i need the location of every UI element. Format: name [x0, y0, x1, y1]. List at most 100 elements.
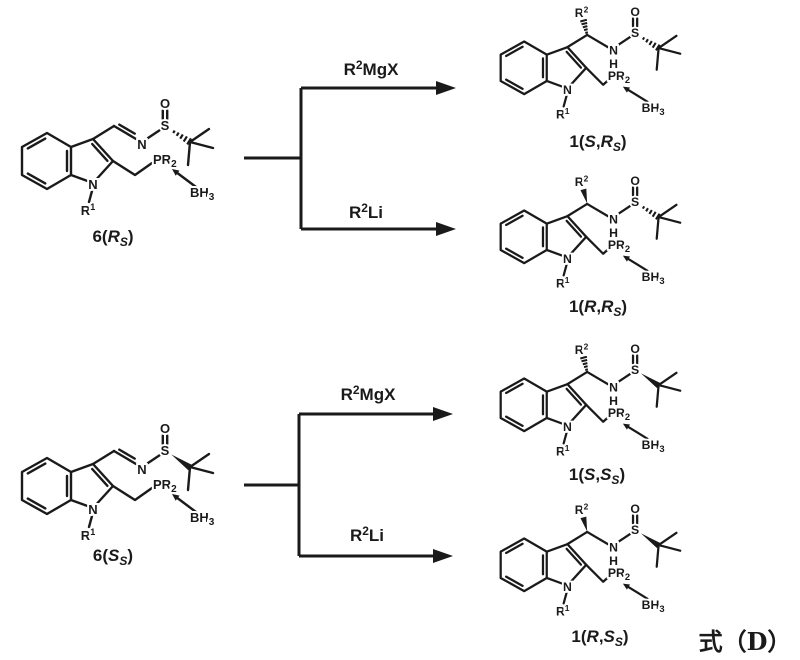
arrowhead-bottom-lithium [433, 549, 453, 563]
borane-label: BH3 [642, 101, 665, 117]
hashed-wedge-sulfur [172, 130, 192, 145]
r2-substituent-label: R2 [575, 501, 589, 517]
phosphine-label: PR2 [153, 477, 177, 495]
phosphine-borane-arm [585, 235, 649, 272]
indole-nitrogen-label: N [88, 502, 97, 517]
r1-substituent-label: R1 [556, 603, 570, 619]
sulfinyl-imine-arm [91, 434, 215, 492]
phosphine-borane-arm [585, 563, 649, 600]
hashed-wedge-sulfur [641, 205, 661, 220]
scheme-formula-tag: 式（D） [698, 627, 792, 656]
r1-substituent-label: R1 [81, 202, 95, 218]
sulfur-label: S [631, 195, 639, 209]
amide-nitrogen-label: N [609, 44, 618, 58]
structure-6SS: N R1 PR2 BH3 N S O [20, 420, 217, 545]
reagent-lithium-top: R2Li [348, 201, 384, 222]
indole-ring [20, 131, 115, 204]
sulfur-label: S [631, 26, 639, 40]
bold-wedge-r2 [580, 516, 588, 532]
phosphine-label: PR2 [608, 69, 630, 85]
dative-bond-arrowhead [622, 583, 631, 590]
phosphine-label: PR2 [153, 152, 177, 170]
indole-nitrogen-label: N [563, 580, 572, 594]
sulfur-label: S [631, 363, 639, 377]
indole-nitrogen-label: N [563, 420, 572, 434]
arrowhead-bottom-grignard [433, 407, 453, 421]
arrowhead-top-grignard [436, 81, 456, 95]
dative-bond-arrowhead [622, 255, 631, 262]
oxygen-label: O [630, 5, 640, 19]
sulfinamide-arm [566, 354, 682, 408]
r2-substituent-label: R2 [575, 4, 589, 20]
oxygen-label: O [630, 502, 640, 516]
imine-nitrogen-label: N [137, 137, 146, 152]
oxygen-label: O [630, 174, 640, 188]
borane-label: BH3 [642, 270, 665, 286]
sulfur-label: S [631, 523, 639, 537]
r2-substituent-label: R2 [575, 341, 589, 357]
oxygen-label: O [160, 96, 170, 111]
nh-hydrogen-label: H [609, 554, 618, 568]
bold-wedge-sulfur [171, 454, 192, 471]
indole-nitrogen-label: N [563, 83, 572, 97]
compound-label-1SRS: 1(S,RS) [569, 132, 627, 154]
borane-label: BH3 [642, 438, 665, 454]
nh-hydrogen-label: H [609, 394, 618, 408]
reagent-grignard-top: R2MgX [343, 58, 399, 79]
compound-label-6RS: 6(RS) [92, 227, 134, 249]
nh-hydrogen-label: H [609, 226, 618, 240]
sulfinamide-arm [566, 17, 682, 71]
indole-ring [499, 209, 588, 277]
imine-nitrogen-label: N [137, 462, 146, 477]
indole-ring [499, 537, 588, 605]
dative-bond-arrowhead [172, 494, 180, 501]
hashed-wedge-r2 [580, 18, 589, 34]
branch-lines-bottom [244, 412, 437, 558]
r1-substituent-label: R1 [556, 443, 570, 459]
sulfur-label: S [161, 118, 170, 133]
compound-label-6SS: 6(SS) [92, 546, 134, 568]
sulfinamide-arm [566, 514, 682, 568]
structure-6RS: N R1 PR2 BH3 N S O [20, 95, 217, 220]
r1-substituent-label: R1 [556, 275, 570, 291]
indole-ring [499, 377, 588, 445]
dative-bond-arrowhead [622, 86, 631, 93]
r2-substituent-label: R2 [575, 173, 589, 189]
borane-label: BH3 [190, 510, 215, 528]
sulfur-label: S [161, 443, 170, 458]
amide-nitrogen-label: N [609, 213, 618, 227]
r1-substituent-label: R1 [81, 527, 95, 543]
nh-hydrogen-label: H [609, 57, 618, 71]
arrowhead-top-lithium [436, 222, 456, 236]
phosphine-label: PR2 [608, 566, 630, 582]
reagent-grignard-bottom: R2MgX [340, 383, 396, 404]
borane-label: BH3 [190, 185, 215, 203]
structure-1RSS: R2 N R1 N H PR2 BH3 S O [499, 500, 682, 620]
bold-wedge-r2 [580, 188, 588, 204]
sulfinamide-arm [566, 186, 682, 240]
dative-bond-arrowhead [172, 169, 180, 176]
compound-label-1SSS: 1(S,SS) [568, 465, 626, 487]
compound-label-1RSS: 1(R,SS) [571, 627, 629, 649]
amide-nitrogen-label: N [609, 381, 618, 395]
phosphine-borane-arm [111, 484, 198, 514]
branch-lines-top [244, 86, 440, 231]
compound-label-1RRS: 1(R,RS) [568, 297, 628, 319]
hashed-wedge-sulfur [641, 36, 661, 51]
indole-ring [499, 40, 588, 108]
dative-bond-arrowhead [622, 423, 631, 430]
amide-nitrogen-label: N [609, 541, 618, 555]
indole-nitrogen-label: N [563, 252, 572, 266]
phosphine-label: PR2 [608, 406, 630, 422]
phosphine-borane-arm [111, 159, 198, 189]
indole-nitrogen-label: N [88, 177, 97, 192]
phosphine-borane-arm [585, 403, 649, 440]
structure-1SRS: R2 N R1 N H PR2 BH3 S O [499, 3, 682, 123]
sulfinyl-imine-arm [91, 109, 215, 167]
r1-substituent-label: R1 [556, 106, 570, 122]
bold-wedge-sulfur [641, 373, 661, 389]
hashed-wedge-r2 [580, 355, 589, 371]
oxygen-label: O [160, 421, 170, 436]
